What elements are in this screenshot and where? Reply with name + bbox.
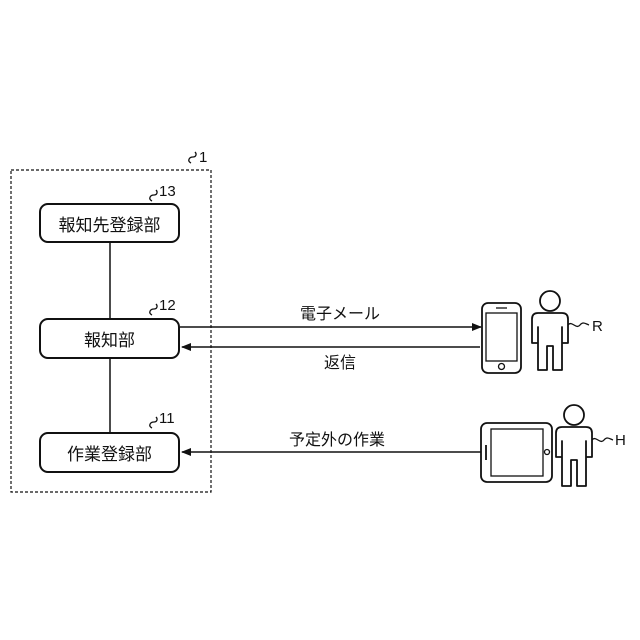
person-h-ref: H: [615, 433, 626, 448]
ref-leader-12: [150, 304, 157, 315]
block-11-ref-number: 11: [159, 411, 175, 426]
block-13-ref-number: 13: [159, 184, 176, 199]
person-r-leader: [568, 323, 589, 326]
ref-leader-11: [150, 417, 157, 428]
smartphone-icon: [482, 303, 521, 373]
person-h-leader: [592, 438, 613, 441]
person-r-ref: R: [592, 319, 603, 334]
notify-destination-register-block: 報知先登録部: [39, 203, 180, 243]
tablet-icon: [481, 423, 552, 482]
reply-label: 返信: [324, 355, 356, 371]
notify-block: 報知部: [39, 318, 180, 359]
unscheduled-task-label: 予定外の作業: [289, 432, 385, 448]
email-label: 電子メール: [300, 306, 380, 322]
ref-leader-1: [189, 152, 196, 163]
ref-leader-13: [150, 190, 157, 201]
block-12-ref-number: 12: [159, 298, 176, 313]
task-register-block: 作業登録部: [39, 432, 180, 473]
person-h-icon: [556, 405, 592, 486]
system-ref-number: 1: [199, 150, 207, 165]
person-r-icon: [532, 291, 568, 370]
